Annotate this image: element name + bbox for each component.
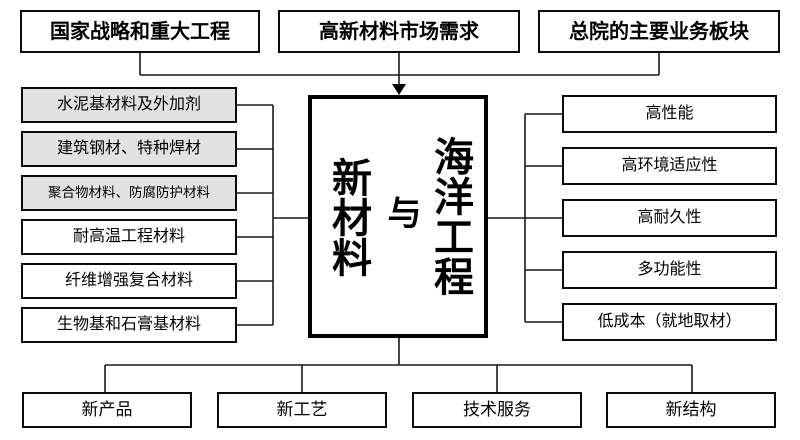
- center-node-text-and: 与: [382, 195, 420, 229]
- node-steel-welding-materials: 建筑钢材、特种焊材: [21, 131, 237, 167]
- node-main-business: 总院的主要业务板块: [538, 10, 780, 53]
- node-label: 高耐久性: [637, 209, 702, 227]
- node-label: 高性能: [645, 105, 694, 123]
- node-label: 聚合物材料、防腐防护材料: [48, 184, 210, 200]
- node-low-cost-local-materials: 低成本（就地取材）: [562, 303, 777, 341]
- node-market-demand: 高新材料市场需求: [278, 10, 520, 53]
- node-high-temp-materials: 耐高温工程材料: [21, 219, 237, 255]
- node-label: 国家战略和重大工程: [50, 20, 230, 43]
- node-bio-gypsum-materials: 生物基和石膏基材料: [21, 307, 237, 343]
- node-fiber-composite-materials: 纤维增强复合材料: [21, 263, 237, 299]
- node-label: 耐高温工程材料: [72, 228, 185, 246]
- node-technical-service: 技术服务: [412, 392, 582, 428]
- node-label: 生物基和石膏基材料: [56, 316, 201, 334]
- node-label: 新产品: [81, 399, 133, 419]
- node-label: 水泥基材料及外加剂: [56, 96, 201, 114]
- node-label: 低成本（就地取材）: [597, 313, 742, 331]
- node-label: 新结构: [665, 399, 717, 419]
- arrow-down-icon: [392, 84, 406, 95]
- node-cement-materials: 水泥基材料及外加剂: [21, 87, 237, 123]
- node-national-strategy: 国家战略和重大工程: [20, 10, 260, 53]
- node-label: 技术服务: [463, 399, 531, 419]
- node-label: 新工艺: [276, 399, 328, 419]
- center-node-text-marine-engineering: 海洋工程: [428, 136, 472, 296]
- node-durability: 高耐久性: [562, 199, 777, 237]
- node-label: 建筑钢材、特种焊材: [56, 140, 201, 158]
- node-label: 多功能性: [637, 261, 702, 279]
- node-label: 总院的主要业务板块: [569, 20, 749, 43]
- node-marine-engineering-and-new-materials: 海洋工程 与 新材料: [308, 95, 488, 338]
- node-new-product: 新产品: [22, 392, 192, 428]
- node-environment-adaptability: 高环境适应性: [562, 147, 777, 185]
- node-new-process: 新工艺: [217, 392, 387, 428]
- node-high-performance: 高性能: [562, 95, 777, 133]
- node-new-structure: 新结构: [606, 392, 776, 428]
- node-label: 高新材料市场需求: [319, 20, 479, 43]
- node-label: 高环境适应性: [621, 157, 718, 175]
- center-node-text-new-materials: 新材料: [326, 157, 370, 277]
- node-polymer-anticorrosion-materials: 聚合物材料、防腐防护材料: [21, 175, 237, 211]
- node-multifunctionality: 多功能性: [562, 251, 777, 289]
- node-label: 纤维增强复合材料: [64, 272, 193, 290]
